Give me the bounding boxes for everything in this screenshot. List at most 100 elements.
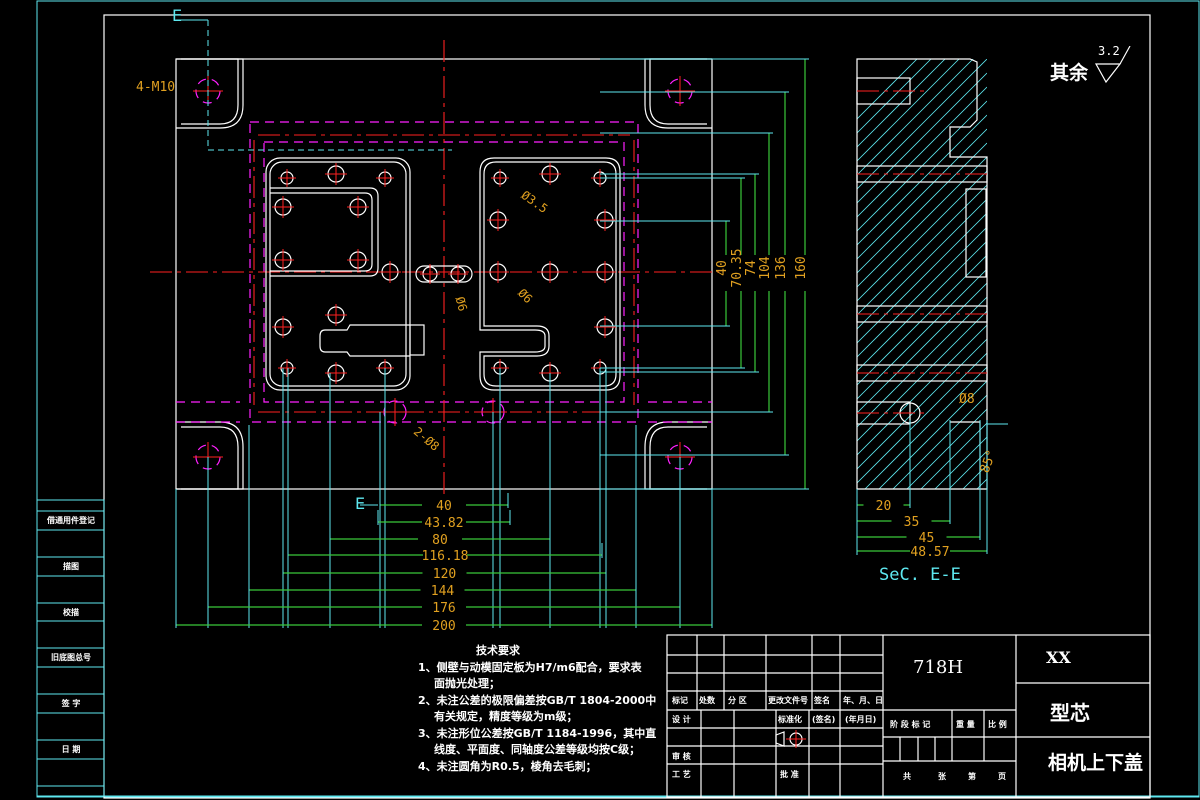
dim-mask: [762, 255, 776, 291]
hatch-line: [857, 142, 987, 274]
roughness-symbol-icon: [1094, 46, 1131, 84]
rev-header: 更改文件号: [768, 696, 808, 705]
hatch-line: [857, 72, 987, 204]
title-block: [666, 634, 1151, 798]
horizontal-dim-label: 43.82: [424, 516, 463, 531]
sheet-footer: 页: [998, 772, 1006, 781]
approve-label: 批 准: [780, 770, 799, 779]
horizontal-dim-label: 200: [432, 619, 455, 634]
vertical-dim-label: 40: [715, 260, 730, 276]
assembly-name: 相机上下盖: [1048, 752, 1144, 774]
horizontal-dim-label: 144: [431, 584, 455, 599]
side-strip-label: 校描: [63, 608, 79, 617]
hatch-line: [857, 324, 987, 456]
section-dim-label: 48.57: [910, 545, 949, 560]
side-strip: [36, 499, 105, 797]
hatch-line: [864, 366, 987, 489]
hatch-line: [906, 408, 987, 489]
horizontal-dim-label: 176: [432, 601, 455, 616]
rev-header: 签名: [814, 696, 830, 705]
dim-mask: [778, 255, 792, 291]
part-name: 型芯: [1050, 701, 1090, 725]
hatch-line: [857, 86, 987, 218]
sheet-footer: 张: [938, 772, 946, 781]
design-row-cell: (年月日): [845, 715, 877, 724]
hatch-line: [920, 422, 987, 489]
dim-mask: [863, 498, 904, 512]
hatch-line: [857, 226, 987, 358]
hatch-line: [934, 436, 987, 489]
dim-mask: [748, 255, 762, 291]
hatch-line: [857, 268, 987, 400]
company: XX: [1046, 648, 1071, 667]
dim-mask: [719, 255, 733, 291]
stage-header: 重 量: [956, 720, 975, 729]
sheet-footer: 第: [968, 772, 976, 781]
surface-note-label: 其余: [1050, 62, 1089, 84]
dim-mask: [420, 583, 465, 597]
side-strip-label: 签 字: [61, 699, 81, 708]
hatch-line: [892, 394, 987, 489]
tech-requirement-line: 1、侧壁与动模固定板为H7/m6配合，要求表: [418, 660, 642, 674]
side-strip-label: 描图: [63, 562, 79, 571]
hatch-line: [857, 128, 987, 260]
thread-label: 4-M10: [136, 80, 176, 95]
section-dim-label: 45: [919, 531, 935, 546]
hatch-line: [857, 296, 987, 428]
dim-mask: [891, 514, 932, 528]
tech-requirement-line: 2、未注公差的极限偏差按GB/T 1804-2000中: [418, 693, 657, 707]
process-label: 工 艺: [672, 770, 691, 779]
tech-requirement-line: 线度、平面度、同轴度公差等级均按C级；: [434, 743, 641, 756]
dim-mask: [906, 530, 947, 544]
tech-requirements: 技术要求 1、侧壁与动模固定板为H7/m6配合，要求表面抛光处理；2、未注公差的…: [418, 643, 656, 775]
dim-mask: [422, 566, 467, 580]
hatch-line: [857, 114, 987, 246]
hatch-line: [857, 59, 974, 176]
section-dim-label: 35: [904, 515, 920, 530]
hatch-line: [857, 577, 987, 707]
section-mark-bottom: E: [355, 494, 366, 513]
design-row-cell: (签名): [812, 715, 836, 724]
vertical-dim-label: 160: [794, 256, 809, 279]
rev-header: 年、月、日: [843, 696, 883, 705]
horizontal-dim-label: 40: [436, 499, 452, 514]
dim-mask: [734, 255, 748, 291]
dim-mask: [422, 515, 466, 529]
tech-title: 技术要求: [476, 644, 520, 657]
projection-symbol-icon: [775, 730, 806, 748]
design-row-cell: 标准化: [778, 715, 802, 724]
section-title: SeC. E-E: [879, 565, 961, 585]
material: 718H: [913, 657, 964, 678]
horizontal-dim-label: 116.18: [422, 549, 469, 564]
dim-mask: [910, 544, 950, 558]
horizontal-dim-label: 120: [433, 567, 456, 582]
review-label: 审 核: [672, 752, 691, 761]
hatch-line: [948, 450, 987, 489]
hatch-line: [857, 156, 987, 288]
rev-header: 处数: [699, 696, 715, 705]
hatch-line: [857, 254, 987, 386]
side-strip-label: 借通用件登记: [47, 516, 95, 525]
sheet-footer: 共: [903, 772, 911, 781]
inner-frame: [103, 14, 1151, 799]
hatch-line: [857, 198, 987, 330]
section-mark-top: E: [172, 6, 183, 25]
side-strip-label: 日 期: [61, 745, 81, 754]
hatch-line: [857, 59, 960, 162]
projection-cone: [775, 731, 785, 747]
dim-mask: [422, 600, 466, 614]
hatch-line: [857, 282, 987, 414]
dim-mask: [418, 532, 462, 546]
stage-header: 比 例: [988, 720, 1007, 729]
vertical-dim-label: 70.35: [730, 248, 745, 287]
horizontal-dim-label: 80: [432, 533, 448, 548]
tech-requirement-line: 3、未注形位公差按GB/T 1184-1996，其中直: [418, 726, 657, 740]
vertical-dim-label: 136: [774, 256, 789, 279]
roughness-value: 3.2: [1098, 44, 1120, 58]
dim-mask: [423, 548, 467, 562]
hatch-line: [878, 380, 987, 489]
tech-requirement-line: 4、未注圆角为R0.5，棱角去毛刺；: [418, 759, 597, 773]
hatch-line: [857, 59, 946, 148]
